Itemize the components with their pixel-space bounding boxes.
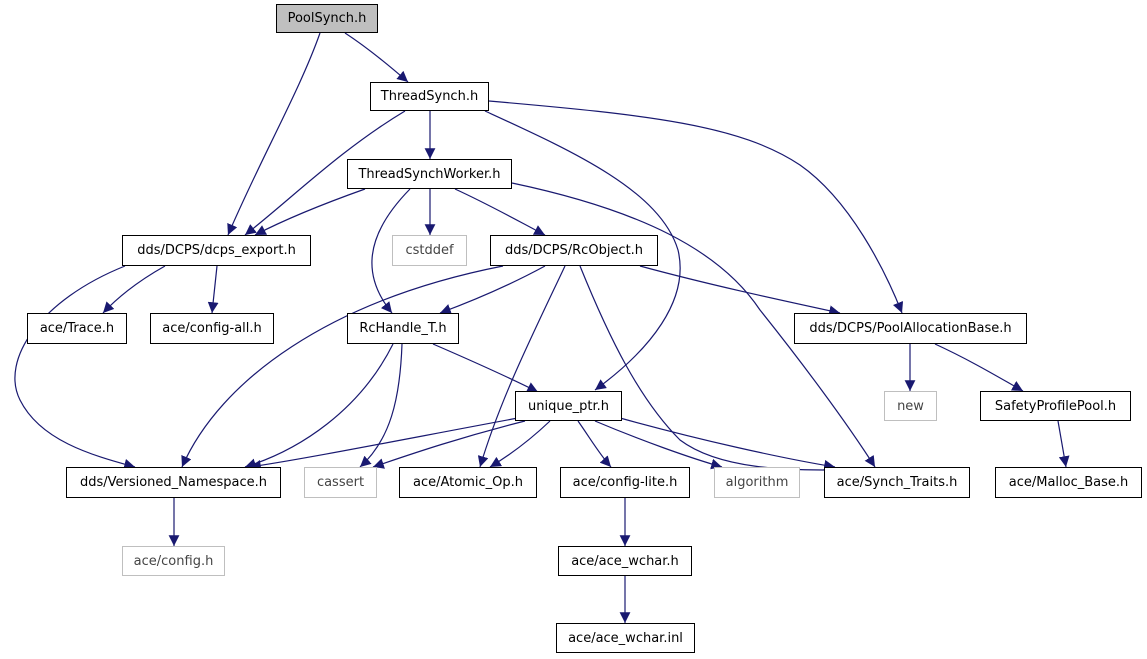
node-dcps-export[interactable]: dds/DCPS/dcps_export.h <box>122 235 311 266</box>
node-ace-wchar-inl[interactable]: ace/ace_wchar.inl <box>556 623 695 653</box>
node-unique-ptr[interactable]: unique_ptr.h <box>515 391 622 421</box>
edge-rcobject-poolallocationbase <box>639 265 841 316</box>
edge-unique-ptr-versioned <box>249 417 519 471</box>
edge-unique-ptr-algorithm <box>594 420 723 470</box>
node-cstddef[interactable]: cstddef <box>392 235 467 266</box>
edge-rchandle-unique-ptr <box>432 343 539 393</box>
edge-rcobject-versioned <box>181 265 504 468</box>
edge-safetyprofilepool-malloc-base <box>1057 420 1070 468</box>
edge-dcps-export-config-all <box>207 265 219 314</box>
node-rcobject[interactable]: dds/DCPS/RcObject.h <box>490 235 658 266</box>
edge-worker-rchandle <box>371 188 411 314</box>
edge-unique-ptr-config-lite <box>577 420 612 468</box>
node-new[interactable]: new <box>884 391 937 421</box>
edge-worker-synch-traits <box>511 182 876 468</box>
edge-threadsynch-dcps-export <box>244 110 406 236</box>
node-algorithm[interactable]: algorithm <box>714 467 800 498</box>
node-poolallocationbase[interactable]: dds/DCPS/PoolAllocationBase.h <box>794 313 1027 344</box>
node-threadsynchworker[interactable]: ThreadSynchWorker.h <box>347 159 512 189</box>
edge-unique-ptr-synch-traits <box>619 417 836 471</box>
node-ace-wchar-h[interactable]: ace/ace_wchar.h <box>558 546 692 576</box>
node-threadsynch[interactable]: ThreadSynch.h <box>370 82 489 111</box>
node-versioned-namespace[interactable]: dds/Versioned_Namespace.h <box>66 467 281 498</box>
edge-poolsynch-dcps-export <box>227 32 321 236</box>
edge-rcobject-synch-traits <box>579 265 836 476</box>
edge-rcobject-atomic-op <box>477 265 566 468</box>
edge-dcps-export-versioned <box>14 265 136 470</box>
edge-worker-rcobject <box>454 188 546 236</box>
node-ace-trace[interactable]: ace/Trace.h <box>27 313 127 344</box>
node-malloc-base[interactable]: ace/Malloc_Base.h <box>995 467 1142 498</box>
node-cassert[interactable]: cassert <box>304 467 377 498</box>
node-config-lite[interactable]: ace/config-lite.h <box>560 467 690 498</box>
edge-worker-dcps-export <box>254 188 366 236</box>
edge-threadsynch-unique-ptr <box>484 110 681 391</box>
node-safetyprofilepool[interactable]: SafetyProfilePool.h <box>980 391 1131 421</box>
edge-poolsynch-threadsynch <box>344 32 409 83</box>
node-atomic-op[interactable]: ace/Atomic_Op.h <box>399 467 537 498</box>
edge-dcps-export-trace <box>102 265 166 314</box>
node-rchandle[interactable]: RcHandle_T.h <box>347 313 459 344</box>
node-ace-config[interactable]: ace/config.h <box>122 546 225 576</box>
edge-poolallocationbase-safetyprofilepool <box>934 343 1024 392</box>
node-poolsynch[interactable]: PoolSynch.h <box>276 4 378 33</box>
node-synch-traits[interactable]: ace/Synch_Traits.h <box>824 467 970 498</box>
edge-rchandle-versioned <box>244 343 394 469</box>
edge-unique-ptr-atomic-op <box>489 420 551 468</box>
edge-rcobject-rchandle <box>439 265 546 315</box>
edge-threadsynch-poolallocationbase <box>488 100 904 314</box>
node-ace-config-all[interactable]: ace/config-all.h <box>150 313 274 344</box>
edge-unique-ptr-cassert <box>372 420 526 469</box>
edge-rchandle-cassert <box>359 343 403 468</box>
